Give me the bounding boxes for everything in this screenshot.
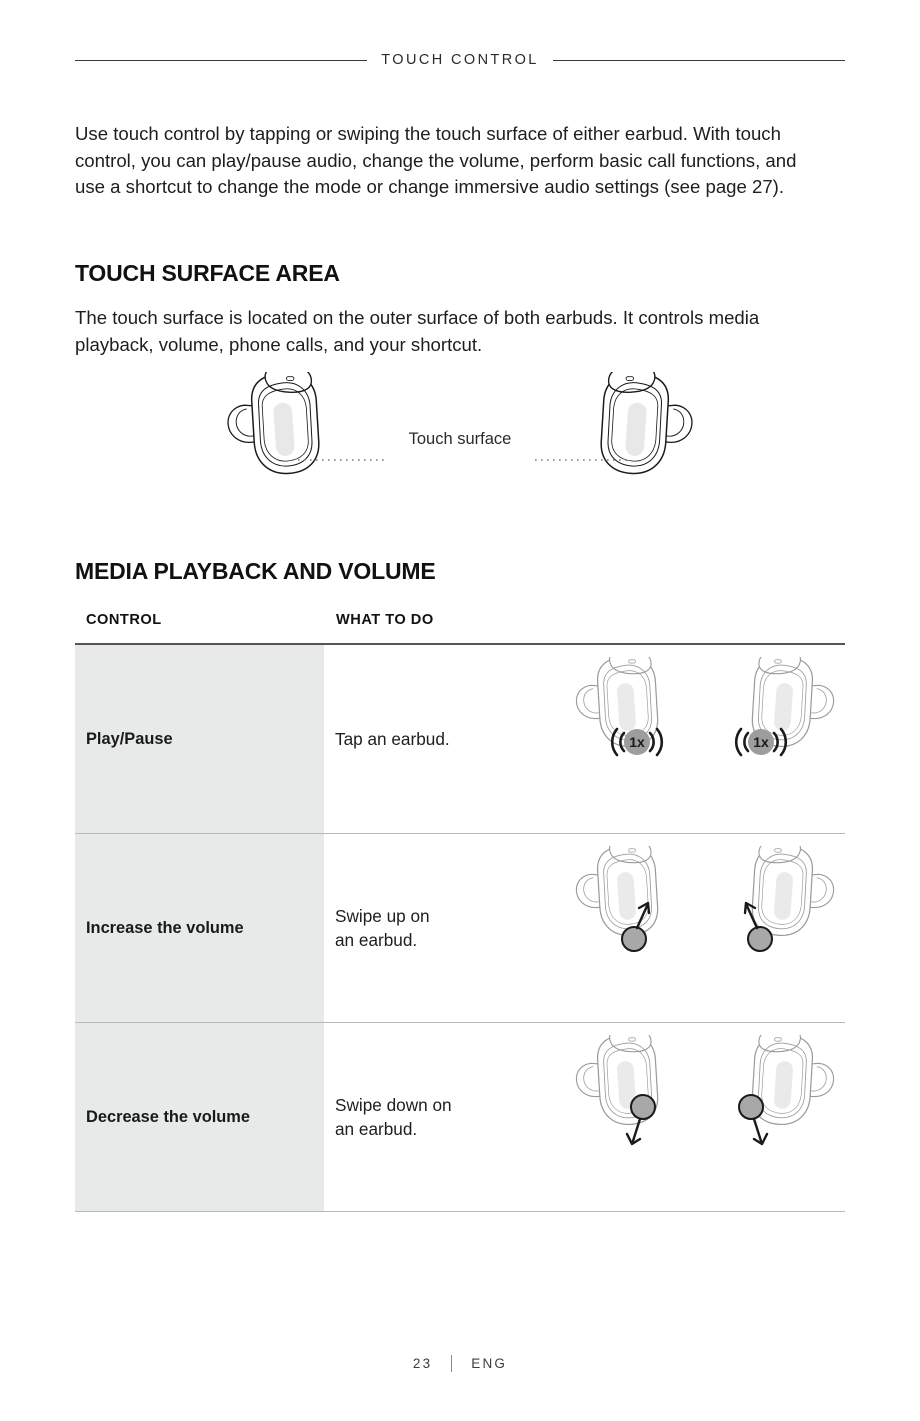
swipe-down-arrow-right bbox=[738, 1093, 769, 1145]
column-header-control: CONTROL bbox=[86, 612, 162, 628]
touch-surface-figure: Touch surface bbox=[180, 372, 740, 537]
table-row: Play/Pause Tap an earbud. bbox=[75, 645, 845, 834]
footer-separator bbox=[451, 1355, 453, 1372]
media-controls-table: CONTROL WHAT TO DO Play/Pause Tap an ear… bbox=[75, 612, 845, 1212]
what-to-do-text: Swipe down on an earbud. bbox=[335, 1095, 452, 1139]
table-cell-control: Decrease the volume bbox=[75, 1023, 324, 1211]
swipe-up-arrow-right bbox=[743, 901, 773, 952]
earbud-right-illustration bbox=[600, 372, 693, 475]
gesture-illustration-swipe-up bbox=[565, 845, 845, 1011]
table-row: Increase the volume Swipe up on an earbu… bbox=[75, 834, 845, 1023]
control-label: Increase the volume bbox=[86, 919, 244, 937]
gesture-illustration-swipe-down bbox=[565, 1034, 845, 1200]
swipe-down-arrow-left bbox=[625, 1093, 656, 1145]
touch-surface-heading: TOUCH SURFACE AREA bbox=[75, 260, 340, 286]
control-label: Decrease the volume bbox=[86, 1108, 250, 1126]
figure-label-touch-surface: Touch surface bbox=[408, 430, 512, 448]
touch-surface-paragraph: The touch surface is located on the oute… bbox=[75, 307, 760, 355]
table-cell-what-to-do: Swipe down on an earbud. bbox=[324, 1023, 845, 1211]
earbud-left-illustration bbox=[227, 372, 320, 475]
table-header-row: CONTROL WHAT TO DO bbox=[75, 612, 845, 643]
page-footer: 23 ENG bbox=[0, 1355, 920, 1372]
column-header-what-to-do: WHAT TO DO bbox=[336, 612, 434, 628]
page-number: 23 bbox=[412, 1356, 433, 1371]
gesture-illustration-tap: 1x 1x bbox=[565, 656, 845, 822]
footer-language: ENG bbox=[471, 1356, 508, 1371]
table-row: Decrease the volume Swipe down on an ear… bbox=[75, 1023, 845, 1212]
running-head: TOUCH CONTROL bbox=[75, 52, 846, 68]
running-head-title: TOUCH CONTROL bbox=[381, 52, 539, 68]
tap-count-label-right: 1x bbox=[753, 734, 769, 750]
table-cell-what-to-do: Swipe up on an earbud. bbox=[324, 834, 845, 1022]
tap-badge-left: 1x bbox=[610, 727, 664, 756]
running-head-rule-right bbox=[552, 59, 846, 61]
table-cell-what-to-do: Tap an earbud. bbox=[324, 645, 845, 833]
media-playback-heading: MEDIA PLAYBACK AND VOLUME bbox=[75, 558, 436, 584]
what-to-do-text: Swipe up on an earbud. bbox=[335, 906, 430, 950]
intro-paragraph: Use touch control by tapping or swiping … bbox=[75, 123, 797, 197]
what-to-do-text: Tap an earbud. bbox=[335, 729, 450, 749]
tap-earbuds-svg: 1x 1x bbox=[575, 656, 835, 756]
swipe-down-earbuds-svg bbox=[575, 1034, 835, 1145]
running-head-rule-left bbox=[75, 59, 368, 61]
table-cell-control: Increase the volume bbox=[75, 834, 324, 1022]
tap-badge-right: 1x bbox=[734, 727, 788, 756]
swipe-up-earbuds-svg bbox=[575, 845, 835, 952]
control-label: Play/Pause bbox=[86, 730, 173, 748]
tap-count-label-left: 1x bbox=[629, 734, 645, 750]
earbud-pair-diagram bbox=[227, 372, 693, 475]
swipe-up-arrow-left bbox=[621, 901, 651, 952]
table-header-rule bbox=[75, 643, 845, 645]
table-cell-control: Play/Pause bbox=[75, 645, 324, 833]
